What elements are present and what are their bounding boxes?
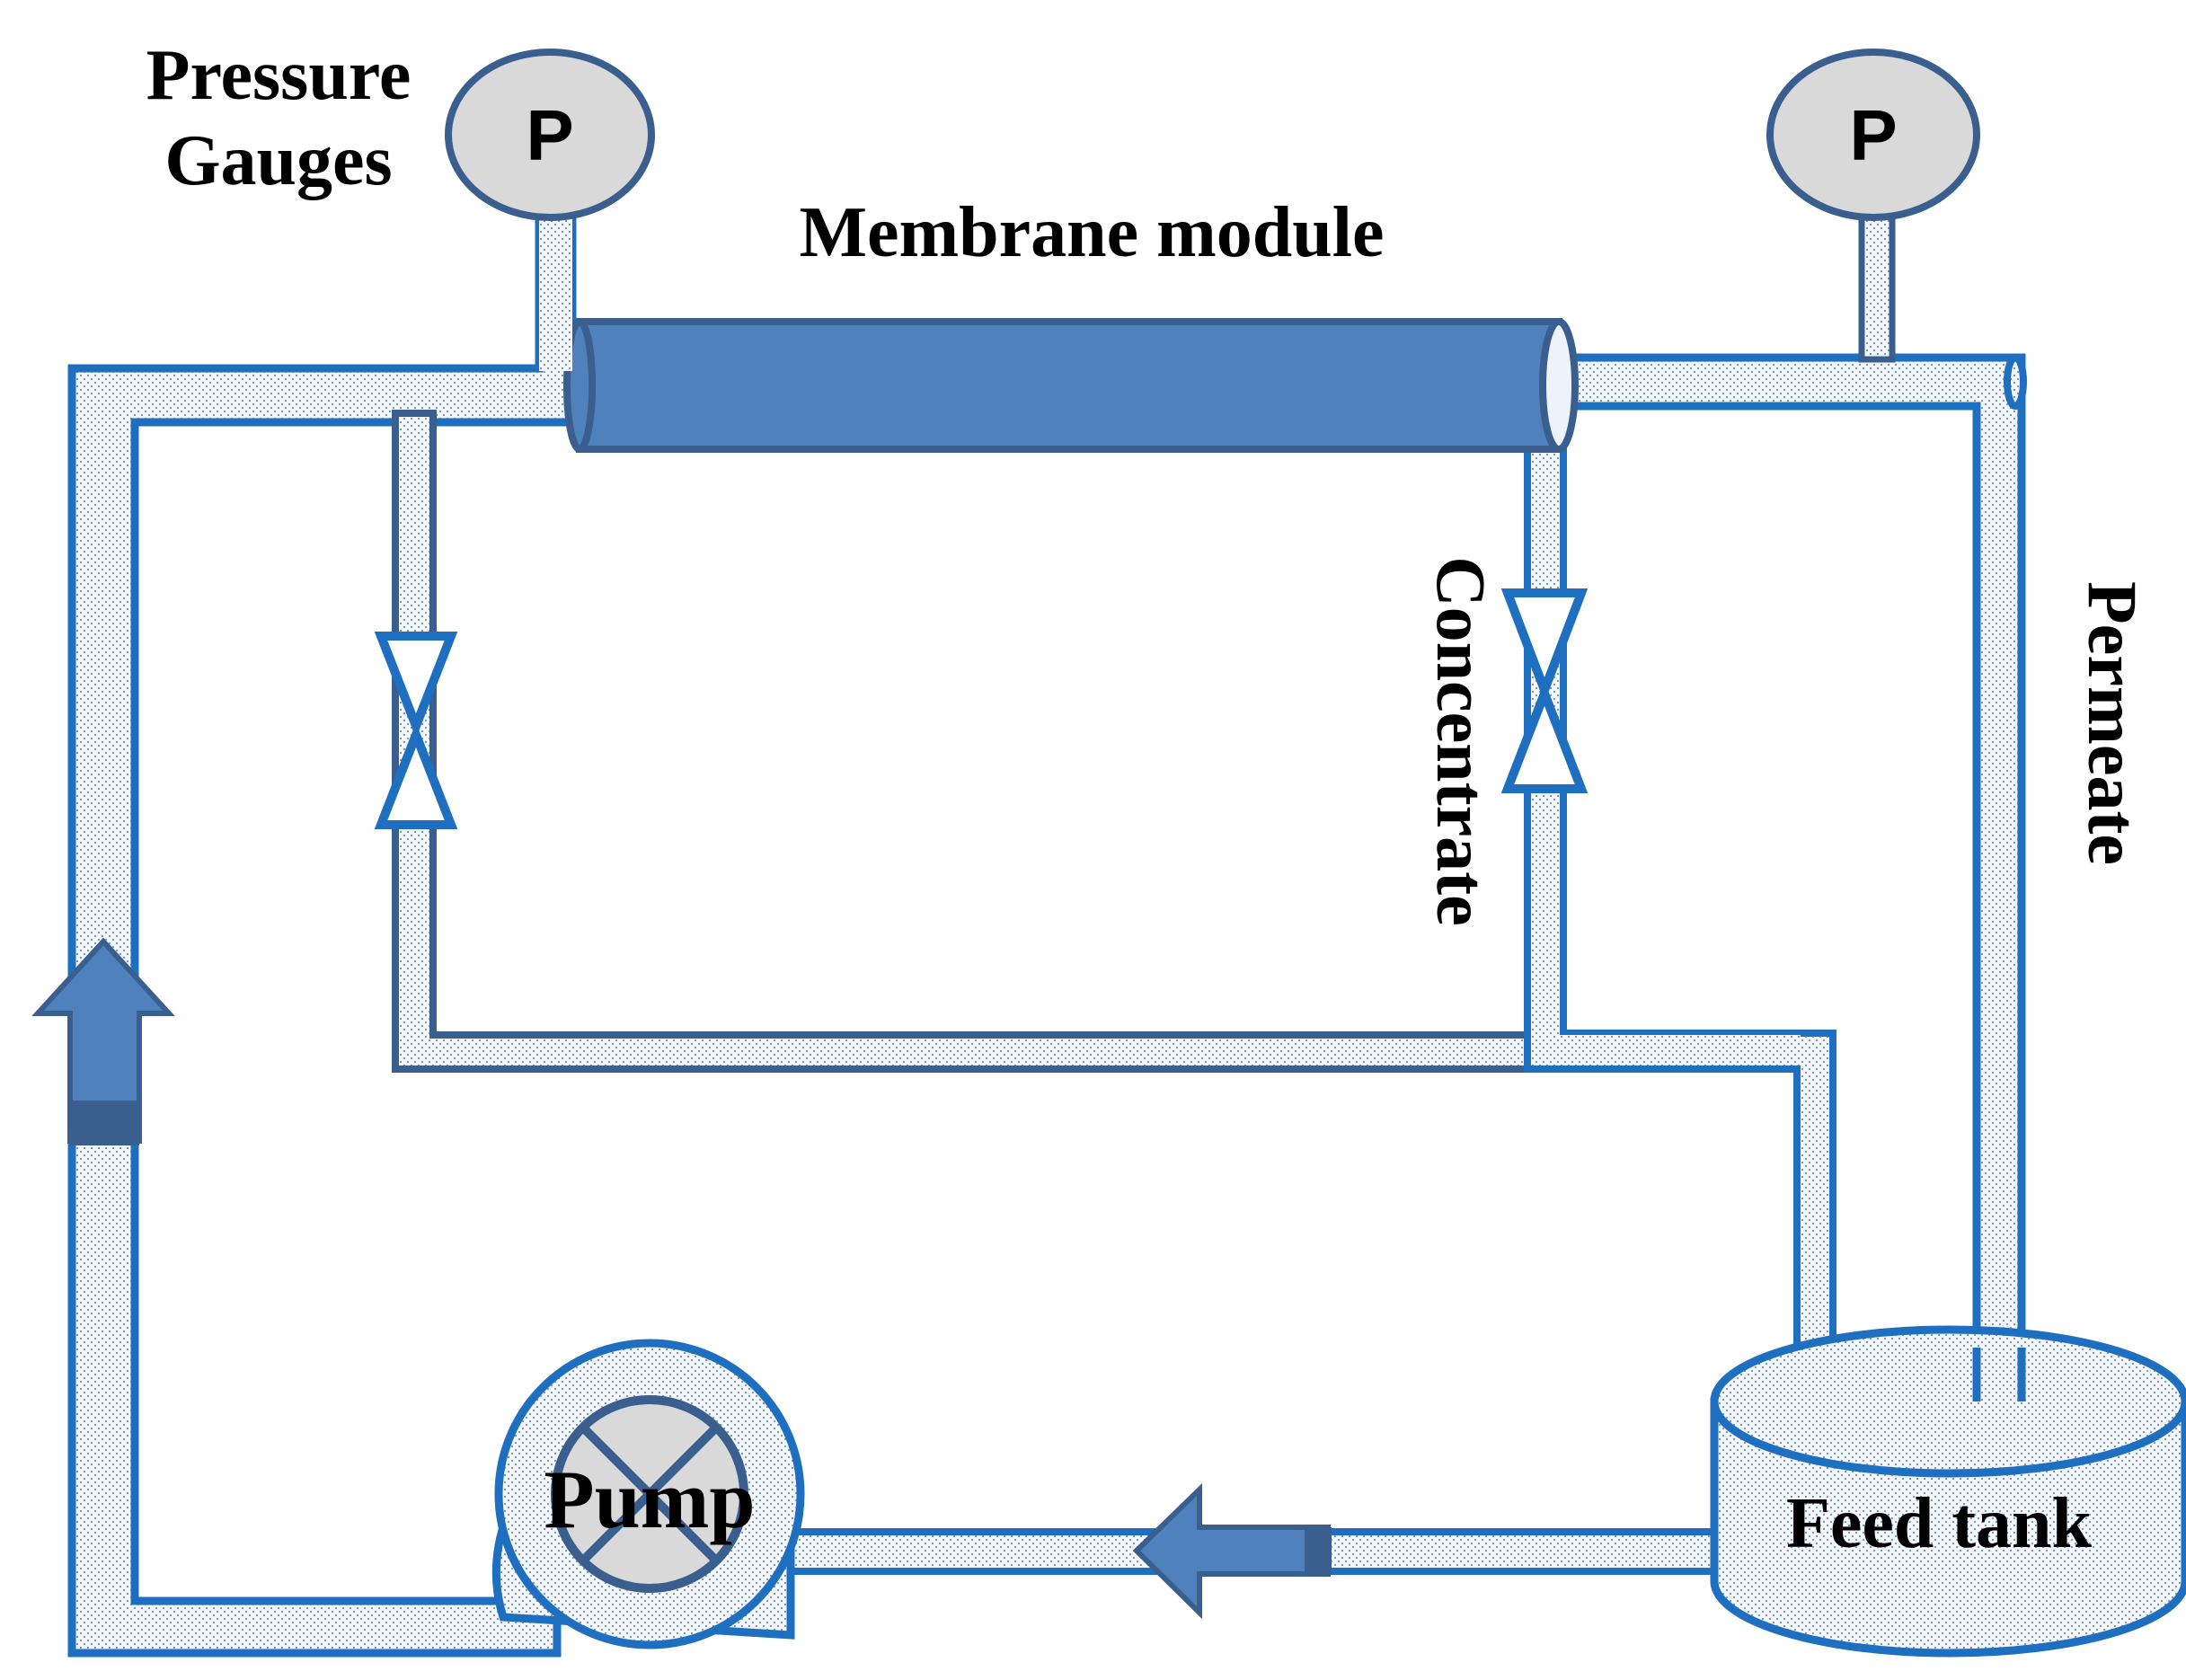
flow-arrow-up-icon — [31, 937, 175, 1145]
gauge-right-letter: P — [1849, 95, 1897, 175]
pressure-gauges-label-line1: Pressure — [146, 36, 412, 115]
gauge-left-letter: P — [526, 95, 573, 175]
valve-concentrate[interactable] — [1500, 588, 1589, 793]
feed-tank-label: Feed tank — [1786, 1484, 2093, 1563]
bypass-pipe — [392, 410, 1836, 1378]
pressure-gauges-label-line2: Gauges — [164, 121, 392, 200]
permeate-label: Permeate — [2074, 581, 2152, 865]
feed-tank: Feed tank — [1710, 1325, 2186, 1658]
pump[interactable]: Pump — [491, 1339, 805, 1649]
concentrate-pipe — [1524, 428, 1836, 1378]
feed-loop-pipe — [67, 208, 577, 1658]
membrane-module — [563, 318, 1579, 453]
permeate-pipe — [1536, 353, 2027, 1406]
pressure-gauge-right: P — [1766, 49, 1980, 221]
membrane-module-label: Membrane module — [799, 193, 1384, 272]
pump-label: Pump — [544, 1454, 755, 1545]
right-gauge-stem — [1858, 212, 1896, 363]
flow-arrow-left-icon — [1132, 1482, 1332, 1620]
pressure-gauge-left: P — [445, 49, 655, 371]
valve-left[interactable] — [374, 632, 458, 829]
concentrate-label: Concentrate — [1422, 556, 1500, 926]
